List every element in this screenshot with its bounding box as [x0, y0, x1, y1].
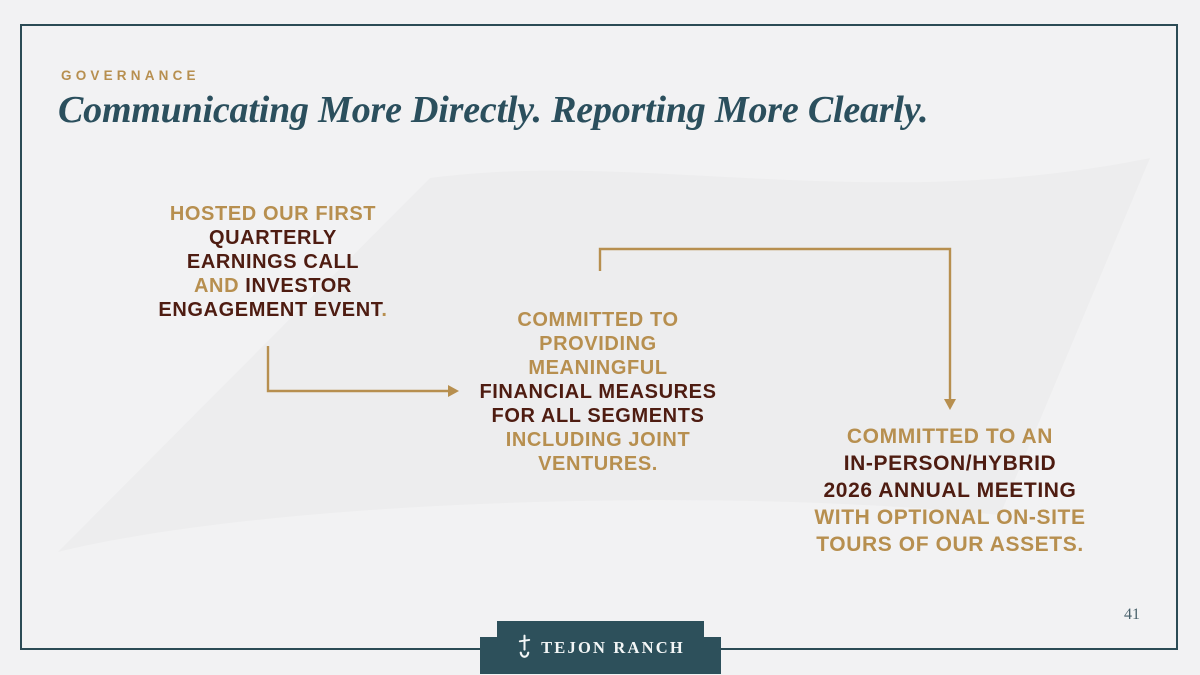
footer-logo: TEJON RANCH: [480, 621, 721, 674]
text-line: TOURS OF OUR ASSETS.: [770, 531, 1130, 558]
logo-banner-step: [497, 621, 704, 639]
text-line: INCLUDING JOINT: [428, 428, 768, 452]
text-segment: COMMITTED TO AN: [846, 425, 1054, 448]
logo-banner: [480, 637, 721, 674]
text-segment: EARNINGS CALL: [186, 251, 360, 273]
text-line: IN-PERSON/HYBRID: [770, 450, 1130, 477]
text-line: WITH OPTIONAL ON-SITE: [770, 504, 1130, 531]
text-segment: AND: [194, 275, 246, 297]
text-line: COMMITTED TO AN: [770, 423, 1130, 450]
text-segment: COMMITTED TO: [517, 309, 679, 331]
text-segment: MEANINGFUL: [528, 357, 668, 379]
text-line: ENGAGEMENT EVENT.: [103, 298, 443, 322]
text-segment: FOR ALL SEGMENTS: [491, 405, 705, 427]
text-line: FOR ALL SEGMENTS: [428, 404, 768, 428]
text-segment: QUARTERLY: [208, 227, 337, 249]
text-line: HOSTED OUR FIRST: [103, 202, 443, 226]
text-block-annual-meeting: COMMITTED TO AN IN-PERSON/HYBRID 2026 ANNU…: [770, 423, 1130, 558]
text-segment: IN-PERSON/HYBRID: [843, 452, 1057, 475]
tejon-ranch-brand-icon: [518, 634, 531, 658]
text-line: EARNINGS CALL: [103, 250, 443, 274]
footer-logo-text: TEJON RANCH: [541, 637, 685, 657]
text-line: 2026 ANNUAL MEETING: [770, 477, 1130, 504]
text-segment: .: [381, 299, 388, 321]
eyebrow-label: GOVERNANCE: [61, 68, 200, 83]
text-line: VENTURES.: [428, 452, 768, 476]
text-segment: WITH OPTIONAL ON-SITE: [814, 506, 1086, 529]
text-segment: INCLUDING JOINT: [505, 429, 691, 451]
text-line: FINANCIAL MEASURES: [428, 380, 768, 404]
text-segment: ENGAGEMENT EVENT: [158, 299, 382, 321]
text-segment: 2026 ANNUAL MEETING: [823, 479, 1077, 502]
text-line: COMMITTED TO: [428, 308, 768, 332]
text-segment: FINANCIAL MEASURES: [479, 381, 717, 403]
page-title: Communicating More Directly. Reporting M…: [58, 89, 929, 131]
text-line: PROVIDING: [428, 332, 768, 356]
text-line: MEANINGFUL: [428, 356, 768, 380]
page-number: 41: [1124, 606, 1140, 623]
text-segment: INVESTOR: [245, 275, 352, 297]
text-line: AND INVESTOR: [103, 274, 443, 298]
text-segment: HOSTED OUR FIRST: [169, 203, 377, 225]
text-segment: TOURS OF OUR ASSETS.: [816, 533, 1084, 556]
text-segment: VENTURES.: [538, 453, 658, 475]
text-segment: PROVIDING: [539, 333, 657, 355]
text-line: QUARTERLY: [103, 226, 443, 250]
